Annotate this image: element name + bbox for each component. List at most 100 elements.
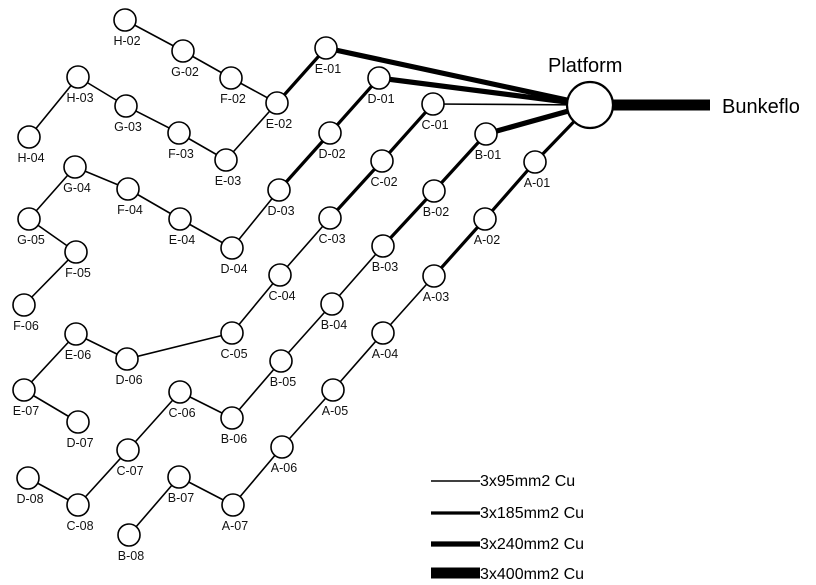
turbine-nodes: H-02G-02F-02E-02E-01H-03G-03F-03E-03H-04… xyxy=(12,8,550,563)
turbine-circle xyxy=(116,177,140,201)
turbine-label: D-06 xyxy=(115,373,142,387)
turbine-c-05: C-05 xyxy=(220,321,248,361)
turbine-label: A-01 xyxy=(524,176,550,190)
turbine-label: H-04 xyxy=(17,151,44,165)
turbine-e-04: E-04 xyxy=(168,207,195,247)
turbine-circle xyxy=(219,66,243,90)
turbine-d-08: D-08 xyxy=(16,466,44,506)
turbine-circle xyxy=(220,406,244,430)
turbine-label: D-04 xyxy=(220,262,247,276)
turbine-circle xyxy=(370,149,394,173)
turbine-c-08: C-08 xyxy=(66,493,94,533)
turbine-label: D-07 xyxy=(66,436,93,450)
turbine-circle xyxy=(320,292,344,316)
turbine-b-04: B-04 xyxy=(320,292,347,332)
turbine-circle xyxy=(473,207,497,231)
turbine-f-06: F-06 xyxy=(12,293,39,333)
turbine-label: B-04 xyxy=(321,318,347,332)
turbine-d-01: D-01 xyxy=(367,66,395,106)
turbine-c-03: C-03 xyxy=(318,206,346,246)
turbine-circle xyxy=(168,207,192,231)
turbine-label: D-01 xyxy=(367,92,394,106)
turbine-circle xyxy=(17,207,41,231)
turbine-label: G-05 xyxy=(17,233,45,247)
turbine-d-07: D-07 xyxy=(66,410,94,450)
turbine-circle xyxy=(314,36,338,60)
turbine-circle xyxy=(171,39,195,63)
cable-d-01-to-platform xyxy=(376,75,593,108)
turbine-d-02: D-02 xyxy=(318,121,346,161)
cable-c-01-to-platform xyxy=(432,103,591,106)
turbine-circle xyxy=(474,122,498,146)
turbine-label: B-03 xyxy=(372,260,398,274)
turbine-circle xyxy=(12,378,36,402)
turbine-c-02: C-02 xyxy=(370,149,398,189)
turbine-label: C-07 xyxy=(116,464,143,478)
turbine-circle xyxy=(267,178,291,202)
export-label: Bunkeflo xyxy=(722,96,800,118)
turbine-label: C-06 xyxy=(168,406,195,420)
turbine-label: B-08 xyxy=(118,549,144,563)
turbine-e-06: E-06 xyxy=(64,322,91,362)
turbine-circle xyxy=(318,206,342,230)
turbine-g-02: G-02 xyxy=(171,39,199,79)
cable-e-03-to-e-02 xyxy=(225,102,278,161)
turbine-label: E-03 xyxy=(215,174,241,188)
turbine-label: C-03 xyxy=(318,232,345,246)
turbine-e-02: E-02 xyxy=(265,91,292,131)
turbine-circle xyxy=(422,179,446,203)
turbine-label: B-01 xyxy=(475,148,501,162)
turbine-circle xyxy=(115,347,139,371)
turbine-b-01: B-01 xyxy=(474,122,501,162)
cable-b-02-to-b-01 xyxy=(432,132,488,193)
turbine-b-06: B-06 xyxy=(220,406,247,446)
platform-node xyxy=(565,80,615,130)
turbine-b-05: B-05 xyxy=(269,349,296,389)
cable-c-03-to-c-02 xyxy=(328,159,384,220)
turbine-g-04: G-04 xyxy=(63,155,91,195)
cable-c-05-to-c-04 xyxy=(231,274,281,334)
turbine-circle xyxy=(113,8,137,32)
turbine-circle xyxy=(64,240,88,264)
turbine-circle xyxy=(367,66,391,90)
cable-d-06-to-c-05 xyxy=(126,332,233,360)
turbine-e-01: E-01 xyxy=(314,36,341,76)
turbine-h-03: H-03 xyxy=(66,65,94,105)
turbine-a-04: A-04 xyxy=(371,321,398,361)
turbine-circle xyxy=(12,293,36,317)
turbine-label: B-06 xyxy=(221,432,247,446)
turbine-circle xyxy=(64,322,88,346)
turbine-circle xyxy=(268,263,292,287)
turbine-label: C-04 xyxy=(268,289,295,303)
turbine-a-07: A-07 xyxy=(221,493,248,533)
turbine-a-03: A-03 xyxy=(422,264,449,304)
turbine-d-03: D-03 xyxy=(267,178,295,218)
turbine-label: D-03 xyxy=(267,204,294,218)
turbine-circle xyxy=(66,65,90,89)
turbine-circle xyxy=(116,438,140,462)
turbine-label: A-05 xyxy=(322,404,348,418)
turbine-a-01: A-01 xyxy=(523,150,550,190)
cable-f-06-to-f-05 xyxy=(23,251,77,306)
cable-b-03-to-b-02 xyxy=(381,189,436,248)
turbine-label: E-01 xyxy=(315,62,341,76)
turbine-c-07: C-07 xyxy=(116,438,144,478)
turbine-circle xyxy=(371,234,395,258)
turbine-label: H-02 xyxy=(113,34,140,48)
turbine-circle xyxy=(318,121,342,145)
turbine-d-06: D-06 xyxy=(115,347,143,387)
legend-label-c185: 3x185mm2 Cu xyxy=(480,505,584,522)
platform-label: Platform xyxy=(548,55,622,77)
turbine-f-03: F-03 xyxy=(167,121,194,161)
cable-c-04-to-c-03 xyxy=(279,217,331,276)
turbine-label: A-06 xyxy=(271,461,297,475)
cable-c-08-to-c-07 xyxy=(77,449,129,506)
cable-h-04-to-h-03 xyxy=(28,76,79,138)
turbine-circle xyxy=(371,321,395,345)
turbine-label: E-06 xyxy=(65,348,91,362)
turbine-a-06: A-06 xyxy=(270,435,297,475)
turbine-label: C-05 xyxy=(220,347,247,361)
turbine-circle xyxy=(269,349,293,373)
turbine-circle xyxy=(523,150,547,174)
turbine-a-02: A-02 xyxy=(473,207,500,247)
